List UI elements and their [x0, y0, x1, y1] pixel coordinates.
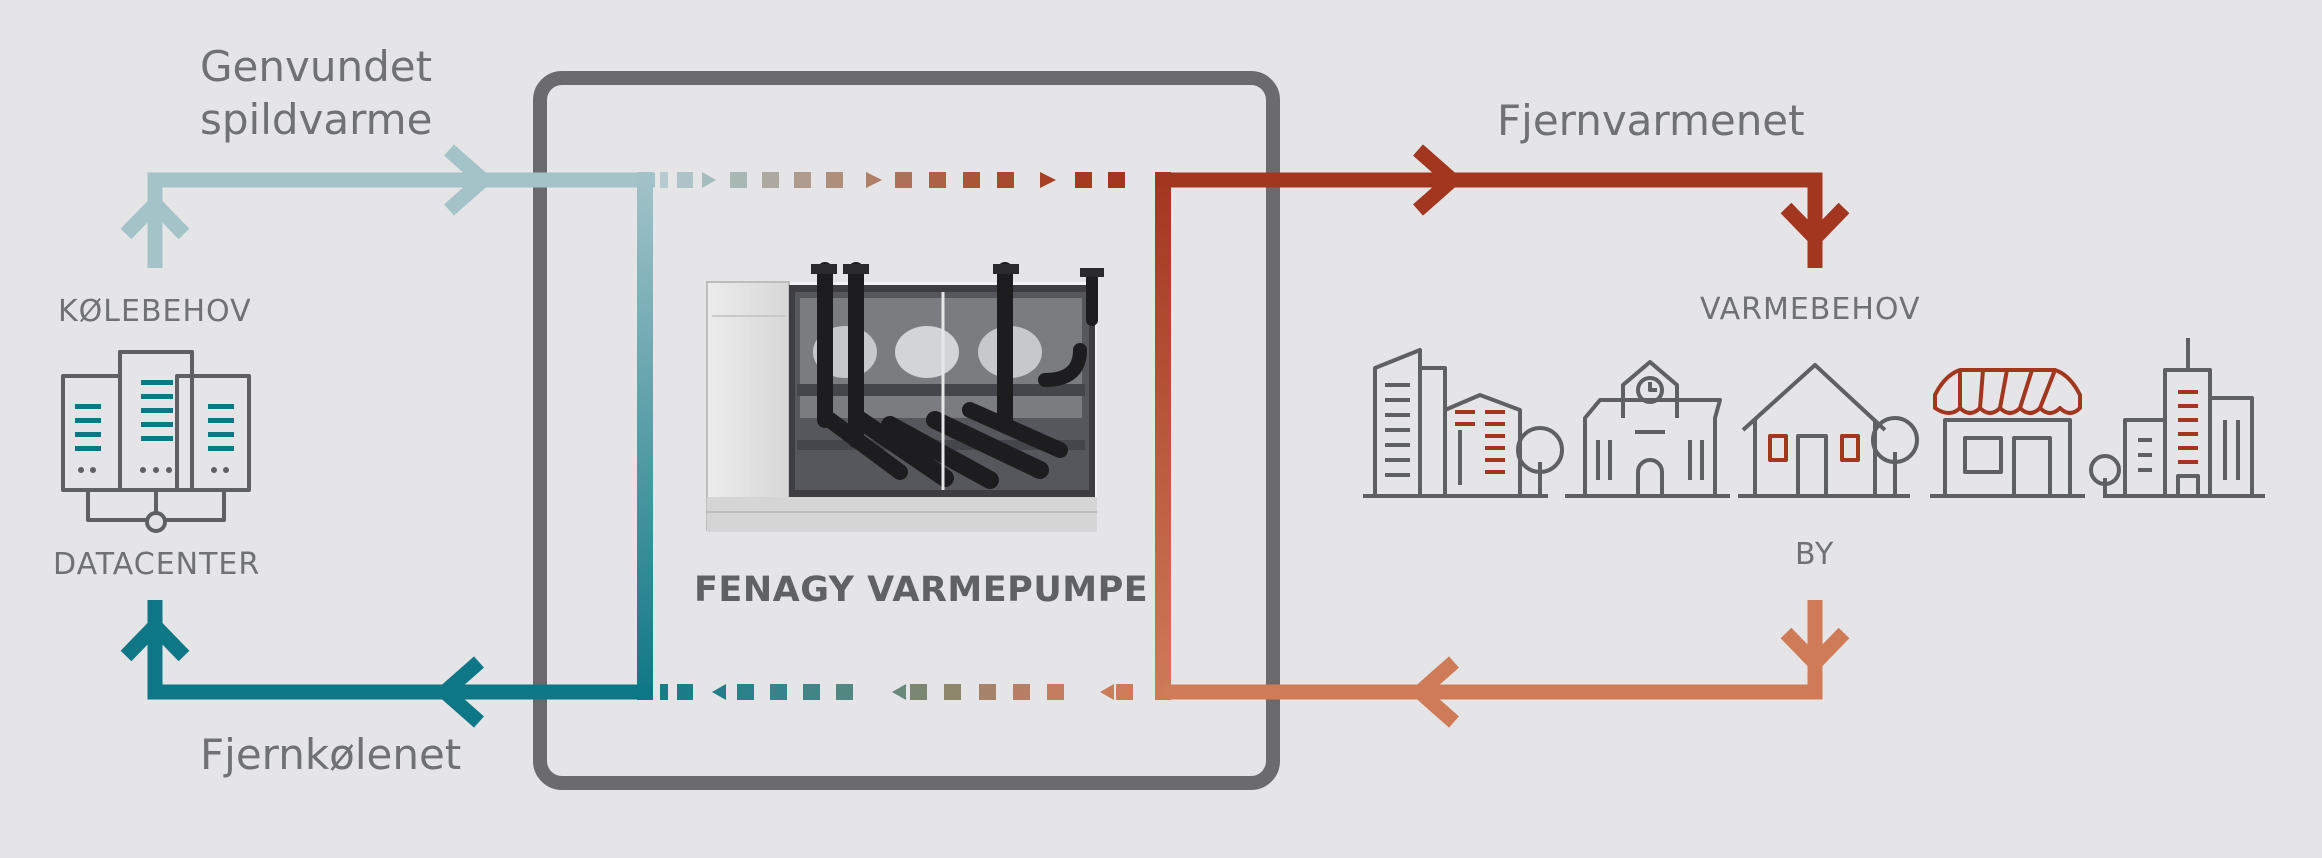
small-arrow-left-icon: [892, 684, 906, 700]
small-arrow-right-icon: [702, 172, 716, 188]
server-rack-icon: [61, 350, 251, 533]
arrow-left-icon: [1408, 656, 1459, 728]
city-buildings: [1363, 338, 2265, 498]
arrow-up-icon: [120, 193, 190, 240]
arrow-left-icon: [433, 656, 484, 728]
district-heating-flow: [1155, 144, 1850, 268]
internal-flow-top: [660, 172, 1125, 188]
small-arrow-right-icon: [866, 172, 882, 188]
heat-pump-title: FENAGY VARMEPUMPE: [694, 570, 1149, 610]
shop-icon: [1943, 418, 2072, 498]
internal-flow-bottom: [660, 684, 1133, 700]
recovered-heat-flow: [120, 144, 655, 268]
server-leds: [75, 380, 234, 451]
district-cooling-flow: [120, 600, 653, 728]
recovered-heat-label-line2: spildvarme: [200, 95, 433, 144]
heat-pump-frame: [533, 71, 1280, 790]
arrow-down-icon: [1780, 202, 1850, 249]
small-arrow-left-icon: [1100, 684, 1114, 700]
heat-pump-unit-image: [706, 262, 1104, 532]
heat-pump-cool-riser: [637, 172, 653, 700]
small-arrow-right-icon: [1040, 172, 1056, 188]
office-towers-icon: [1373, 348, 1564, 496]
datacenter-label: DATACENTER: [53, 547, 261, 582]
arrow-right-icon: [444, 144, 495, 216]
cooling-demand-label: KØLEBEHOV: [58, 294, 252, 329]
house-icon: [1741, 363, 1919, 498]
arrow-down-icon: [1780, 627, 1850, 674]
small-arrow-left-icon: [712, 684, 726, 700]
recovered-heat-label-line1: Genvundet: [200, 42, 433, 91]
arrow-up-icon: [120, 615, 190, 662]
apartment-building-icon: [2089, 338, 2254, 498]
heat-pump-hot-riser: [1155, 172, 1171, 700]
district-cooling-label: Fjernkølenet: [200, 730, 462, 779]
arrow-right-icon: [1413, 144, 1464, 216]
city-label: BY: [1795, 537, 1835, 572]
server-dots: [78, 467, 229, 473]
city-accents: [1455, 368, 2198, 474]
district-heating-label: Fjernvarmenet: [1497, 96, 1805, 145]
heating-demand-label: VARMEBEHOV: [1700, 292, 1921, 327]
return-flow: [1163, 600, 1850, 728]
school-icon: [1572, 360, 1728, 498]
